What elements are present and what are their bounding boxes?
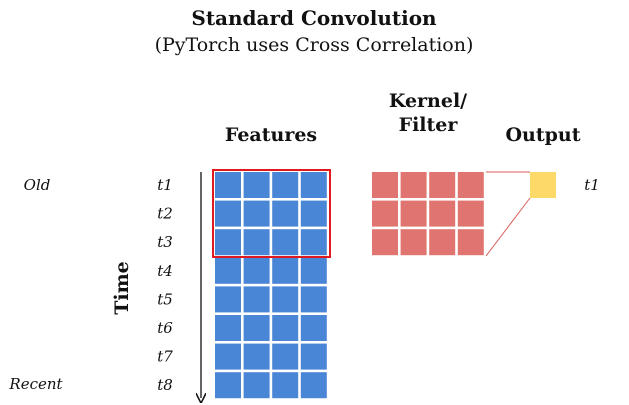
diagram-title: Standard Convolution [191, 6, 437, 30]
feature-cell [300, 229, 327, 256]
feature-cell [215, 229, 241, 256]
kernel-cell [372, 172, 398, 198]
time-step-label: t7 [157, 348, 173, 366]
kernel-cell [457, 172, 484, 198]
recent-label: Recent [8, 375, 63, 393]
feature-cell [300, 200, 327, 227]
kernel-window-highlight [212, 169, 331, 258]
feature-cell [243, 257, 270, 284]
feature-cell [215, 315, 241, 341]
feature-cell [272, 315, 299, 341]
feature-cell [300, 315, 327, 341]
feature-cell [272, 286, 299, 313]
feature-cell [215, 372, 241, 399]
feature-cell [300, 286, 327, 313]
kernel-cell [429, 200, 456, 227]
feature-cell [243, 200, 270, 227]
connector-bottom [485, 197, 531, 257]
diagram-subtitle: (PyTorch uses Cross Correlation) [155, 34, 474, 56]
time-step-labels: t1 t2 t3 t4 t5 t6 t7 t8 [157, 176, 173, 394]
kernel-cell [400, 229, 427, 256]
feature-cell [215, 200, 241, 227]
feature-cell [272, 172, 299, 198]
feature-cell [215, 286, 241, 313]
feature-cell [243, 372, 270, 399]
feature-cell [215, 172, 241, 198]
feature-cell [272, 372, 299, 399]
feature-cell [215, 257, 241, 284]
time-step-label: t4 [157, 262, 173, 280]
feature-cell [272, 200, 299, 227]
time-step-label: t6 [157, 319, 173, 337]
kernel-cell [372, 229, 398, 256]
time-axis-label: Time [111, 261, 133, 315]
feature-cell [300, 343, 327, 370]
feature-cell [300, 172, 327, 198]
feature-cell [243, 229, 270, 256]
feature-cell [243, 315, 270, 341]
time-step-label: t3 [157, 233, 173, 251]
output-time-label: t1 [584, 176, 600, 194]
feature-cell [272, 229, 299, 256]
kernel-cell [400, 200, 427, 227]
kernel-cell [457, 200, 484, 227]
old-label: Old [24, 176, 51, 194]
features-header: Features [225, 124, 317, 146]
output-header: Output [505, 124, 580, 146]
kernel-cell [400, 172, 427, 198]
time-step-label: t8 [157, 376, 173, 394]
kernel-cell [457, 229, 484, 256]
feature-grid [215, 172, 327, 399]
time-step-label: t2 [157, 205, 173, 223]
time-step-label: t1 [157, 176, 173, 194]
kernel-grid [372, 172, 484, 256]
output-cell [530, 172, 556, 198]
feature-cell [243, 286, 270, 313]
feature-cell [243, 343, 270, 370]
feature-cell [272, 343, 299, 370]
kernel-cell [429, 229, 456, 256]
feature-cell [300, 372, 327, 399]
kernel-header-line1: Kernel/ [389, 90, 467, 112]
feature-cell [215, 343, 241, 370]
time-step-label: t5 [157, 290, 173, 308]
feature-cell [272, 257, 299, 284]
kernel-cell [429, 172, 456, 198]
feature-cell [243, 172, 270, 198]
kernel-header-line2: Filter [399, 114, 459, 136]
feature-cell [300, 257, 327, 284]
kernel-cell [372, 200, 398, 227]
